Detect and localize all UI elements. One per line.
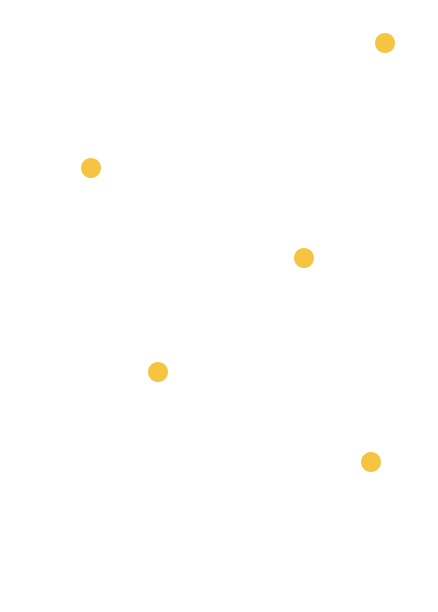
dot-icon-2 (81, 158, 101, 178)
dot-icon-1 (375, 33, 395, 53)
dot-icon-3 (294, 248, 314, 268)
dot-icon-5 (361, 452, 381, 472)
dot-icon-4 (148, 362, 168, 382)
